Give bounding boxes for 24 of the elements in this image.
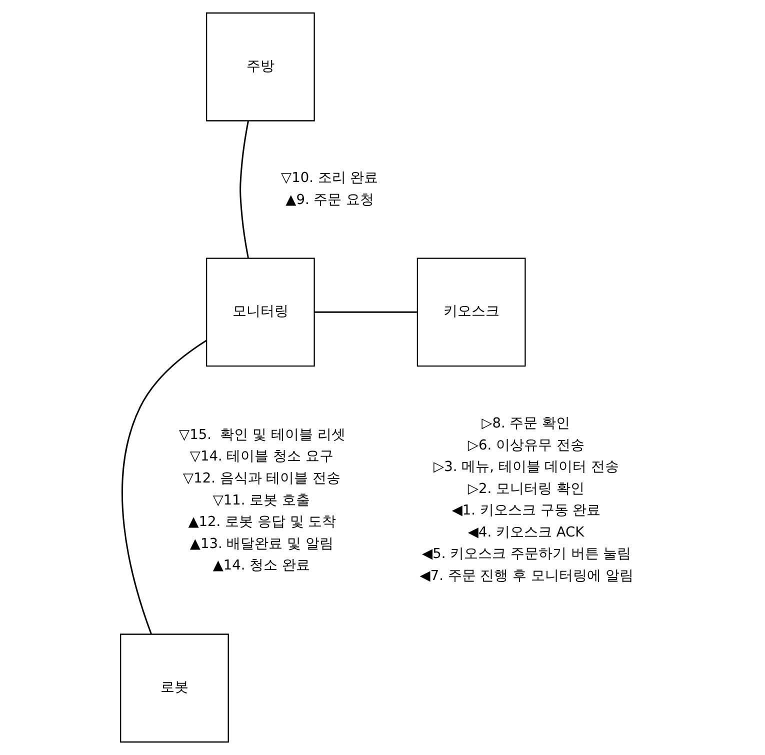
connector	[122, 340, 207, 634]
label: ◀5. 키오스크 주문하기 버튼 눌림	[422, 546, 632, 562]
label: ◀1. 키오스크 구동 완료	[452, 502, 601, 519]
label: ▽11. 로봇 호출	[212, 492, 310, 508]
label: ▽14. 테이블 청소 요구	[190, 448, 334, 465]
label: ▲14. 청소 완료	[212, 558, 310, 574]
node-box: 로봇	[120, 634, 229, 743]
label: ▷2. 모니터링 확인	[468, 480, 584, 497]
label: ▷3. 메뉴, 테이블 데이터 전송	[434, 459, 620, 476]
node-box: 주방	[206, 12, 315, 122]
label: ▽10. 조리 완료	[281, 170, 378, 186]
label: ▲9. 주문 요청	[286, 192, 374, 208]
label: ◀7. 주문 진행 후 모니터링에 알림	[420, 568, 634, 584]
connector	[314, 311, 418, 313]
label: ◀4. 키오스크 ACK	[468, 524, 584, 540]
label: ▷6. 이상유무 전송	[468, 437, 584, 454]
label: ▽12. 음식과 테이블 전송	[183, 470, 341, 486]
label: ▲12. 로봇 응답 및 도착	[188, 514, 336, 530]
label: ▷8. 주문 확인	[482, 415, 570, 432]
label: ▽15. 확인 및 테이블 리셋	[179, 426, 346, 443]
label: ▲13. 배달완료 및 알림	[190, 536, 334, 552]
connector	[240, 120, 249, 258]
node-box: 모니터링	[206, 258, 315, 367]
node-box: 키오스크	[416, 258, 526, 367]
